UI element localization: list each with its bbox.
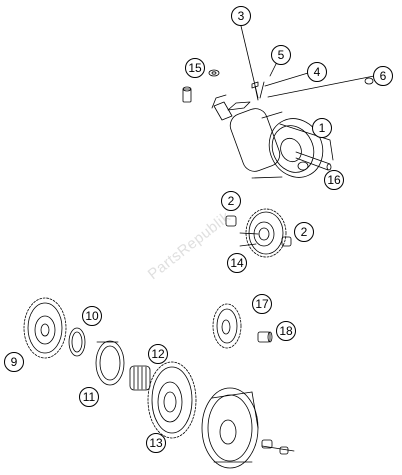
- ring-part-10: [68, 327, 86, 357]
- leader-line-1: [279, 123, 334, 161]
- callout-1[interactable]: 1: [312, 118, 332, 138]
- callout-10[interactable]: 10: [82, 306, 102, 326]
- bearing-part-2-left: [225, 215, 237, 227]
- intermediate-gear: [239, 208, 287, 258]
- callout-3[interactable]: 3: [231, 6, 251, 26]
- callout-2-right[interactable]: 2: [294, 222, 314, 242]
- freewheel-part-11: [95, 340, 125, 386]
- leader-line-4: [264, 72, 309, 87]
- callout-18[interactable]: 18: [276, 321, 296, 341]
- callout-6[interactable]: 6: [373, 66, 393, 86]
- callout-11[interactable]: 11: [79, 387, 99, 407]
- callout-4[interactable]: 4: [307, 62, 327, 82]
- gear-part-17: [212, 303, 242, 349]
- callout-12[interactable]: 12: [148, 344, 168, 364]
- starter-gear-part-13: [147, 361, 197, 439]
- bearing-part-2-right: [281, 236, 292, 247]
- callout-2-left[interactable]: 2: [221, 191, 241, 211]
- callout-5[interactable]: 5: [271, 45, 291, 65]
- callout-15[interactable]: 15: [185, 58, 205, 78]
- callout-16[interactable]: 16: [324, 170, 344, 190]
- bushing-part-18: [257, 331, 273, 343]
- leader-line-15: [211, 94, 227, 109]
- gear-part-9: [23, 297, 67, 359]
- needle-bearing-part-12: [129, 365, 151, 391]
- leader-line-6: [267, 75, 375, 98]
- callout-13[interactable]: 13: [146, 433, 166, 453]
- nut-part-6: [364, 77, 374, 85]
- callout-14[interactable]: 14: [227, 253, 247, 273]
- callout-9[interactable]: 9: [4, 352, 24, 372]
- flywheel-hub: [201, 387, 295, 469]
- callout-17[interactable]: 17: [252, 294, 272, 314]
- screw-part-15: [182, 69, 220, 103]
